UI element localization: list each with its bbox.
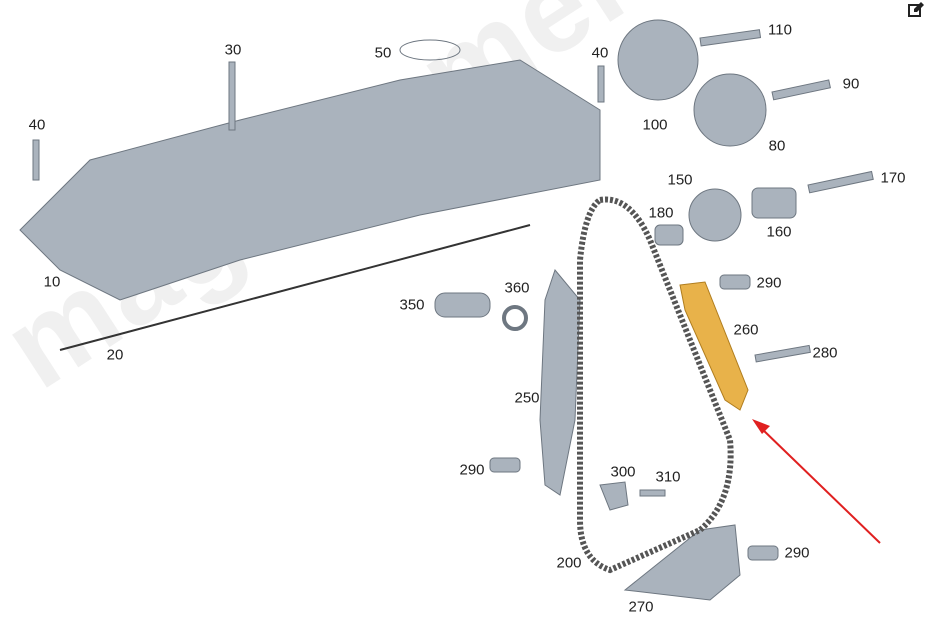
callout-100[interactable]: 100	[642, 116, 668, 134]
callout-180[interactable]: 180	[648, 204, 674, 222]
guide-rail-260-highlighted	[679, 281, 749, 411]
edit-icon[interactable]	[908, 2, 924, 18]
gear-100	[617, 19, 699, 101]
callout-170[interactable]: 170	[880, 169, 906, 187]
bolt-30	[228, 61, 236, 131]
callout-40[interactable]: 40	[591, 44, 609, 62]
callout-360[interactable]: 360	[504, 279, 530, 297]
callout-10[interactable]: 10	[43, 273, 61, 291]
callout-290[interactable]: 290	[784, 544, 810, 562]
bracket-300	[599, 481, 629, 511]
callout-260[interactable]: 260	[733, 321, 759, 339]
gasket-20	[59, 224, 531, 351]
callout-80[interactable]: 80	[768, 137, 786, 155]
pin-290-a	[719, 274, 751, 290]
tensioner-350	[434, 292, 491, 318]
pin-290-b	[489, 457, 521, 473]
callout-300[interactable]: 300	[610, 463, 636, 481]
pointer-arrow	[752, 419, 881, 544]
callout-150[interactable]: 150	[667, 171, 693, 189]
callout-270[interactable]: 270	[628, 598, 654, 616]
callout-20[interactable]: 20	[106, 346, 124, 364]
gear-80	[693, 73, 767, 147]
callout-280[interactable]: 280	[812, 344, 838, 362]
camshaft-housing	[19, 59, 601, 301]
bolt-40-right	[597, 65, 605, 103]
callout-160[interactable]: 160	[766, 223, 792, 241]
timing-chain-200	[577, 196, 734, 574]
pin-290-c	[747, 545, 779, 561]
bolt-110	[699, 29, 762, 47]
callout-250[interactable]: 250	[514, 389, 540, 407]
callout-50[interactable]: 50	[374, 44, 392, 62]
callout-110[interactable]: 110	[768, 21, 792, 39]
callout-310[interactable]: 310	[655, 468, 681, 486]
callout-200[interactable]: 200	[556, 554, 582, 572]
callout-350[interactable]: 350	[399, 296, 425, 314]
bolt-90	[771, 79, 831, 101]
callout-290[interactable]: 290	[459, 461, 485, 479]
callout-30[interactable]: 30	[224, 41, 242, 59]
bolt-40-left	[32, 139, 40, 181]
bushing-160	[751, 187, 797, 219]
bushing-180	[654, 224, 684, 246]
callout-40[interactable]: 40	[28, 116, 46, 134]
bolt-310	[639, 489, 666, 497]
bolt-170	[807, 170, 874, 194]
pin-280	[754, 344, 811, 363]
callout-90[interactable]: 90	[842, 75, 860, 93]
tensioning-rail-250	[539, 268, 581, 496]
seal-360	[502, 305, 528, 331]
gasket-50	[399, 39, 461, 61]
sprocket-150	[688, 188, 742, 242]
callout-290[interactable]: 290	[756, 274, 782, 292]
guide-rail-270	[623, 524, 741, 601]
